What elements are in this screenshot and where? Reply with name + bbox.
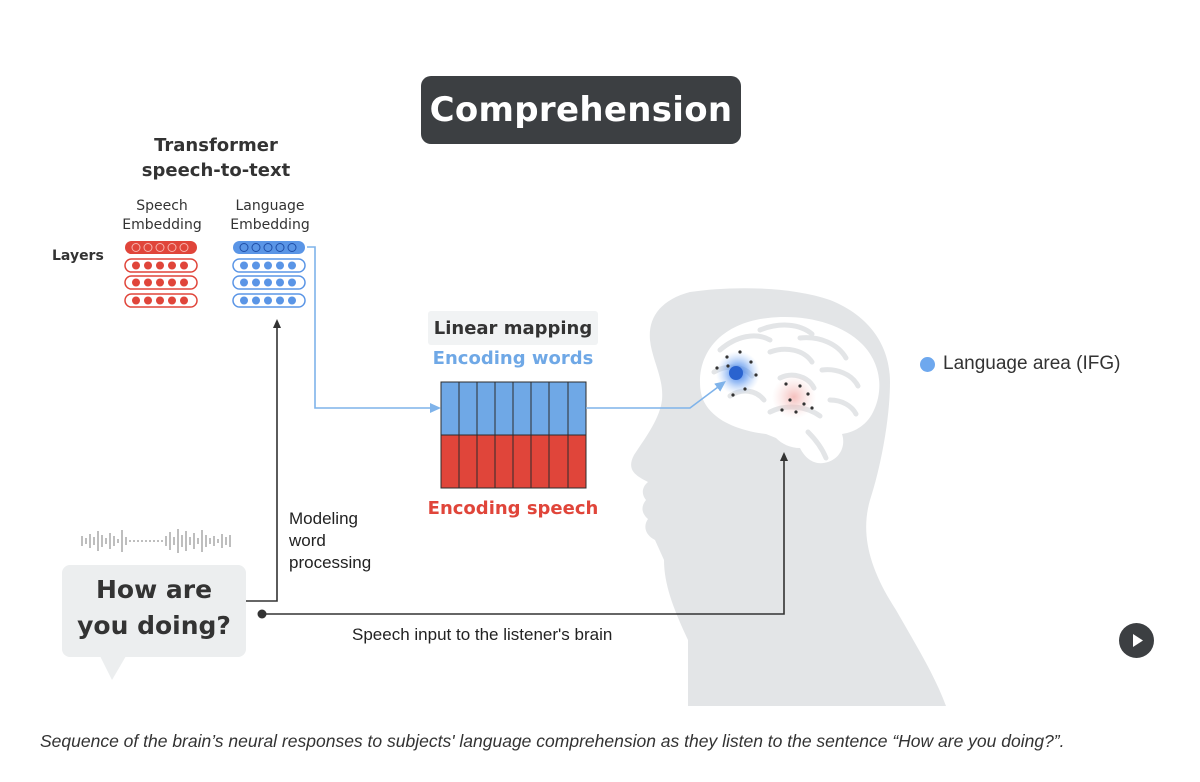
speech-input-arrow [262,452,788,615]
speech-bubble-line2: you doing? [77,611,231,640]
legend-label: Language area (IFG) [943,353,1121,374]
brain-illustration [700,317,880,464]
language-embedding-label: Language Embedding [220,197,320,235]
speech-embedding-label: Speech Embedding [112,197,212,235]
modeling-word-processing-label: Modeling word processing [289,508,399,574]
title-box: Comprehension [421,76,741,144]
speech-bubble [62,565,246,657]
modeling-label-line1: Modeling [289,509,358,528]
language-embedding-label-line1: Language [235,198,305,214]
grid-to-brain-arrow [586,381,726,409]
language-embedding-layers [232,241,306,308]
speech-input-label: Speech input to the listener's brain [352,625,613,644]
linear-mapping-label: Linear mapping [433,317,593,339]
modeling-label-line2: word [289,531,326,550]
waveform-icon [81,529,231,553]
encoding-words-label: Encoding words [432,348,594,369]
transformer-title-line1: Transformer [154,135,278,156]
layers-label: Layers [52,248,104,264]
speech-bubble-line1: How are [95,575,213,604]
speech-embedding-label-line1: Speech [136,198,188,214]
encoding-grid [440,381,587,489]
encoding-speech-label: Encoding speech [427,498,599,519]
transformer-title: Transformer speech-to-text [120,133,312,183]
play-button[interactable] [1119,623,1154,658]
transformer-title-line2: speech-to-text [141,160,291,181]
modeling-label-line3: processing [289,553,372,572]
speech-bubble-tail [100,656,126,680]
language-embedding-label-line2: Embedding [230,217,310,233]
linear-mapping-box: Linear mapping [428,311,598,345]
legend: Language area (IFG) [920,353,1120,375]
speech-embedding-label-line2: Embedding [122,217,202,233]
speech-embedding-layers [124,241,198,308]
language-to-grid-arrow [307,246,441,413]
legend-dot [920,356,935,372]
figure-caption: Sequence of the brain’s neural responses… [40,731,1065,751]
play-icon [1133,634,1143,647]
page-title: Comprehension [429,90,733,130]
speech-bubble-text: How are you doing? [70,572,238,644]
modeling-arrow [240,319,281,602]
